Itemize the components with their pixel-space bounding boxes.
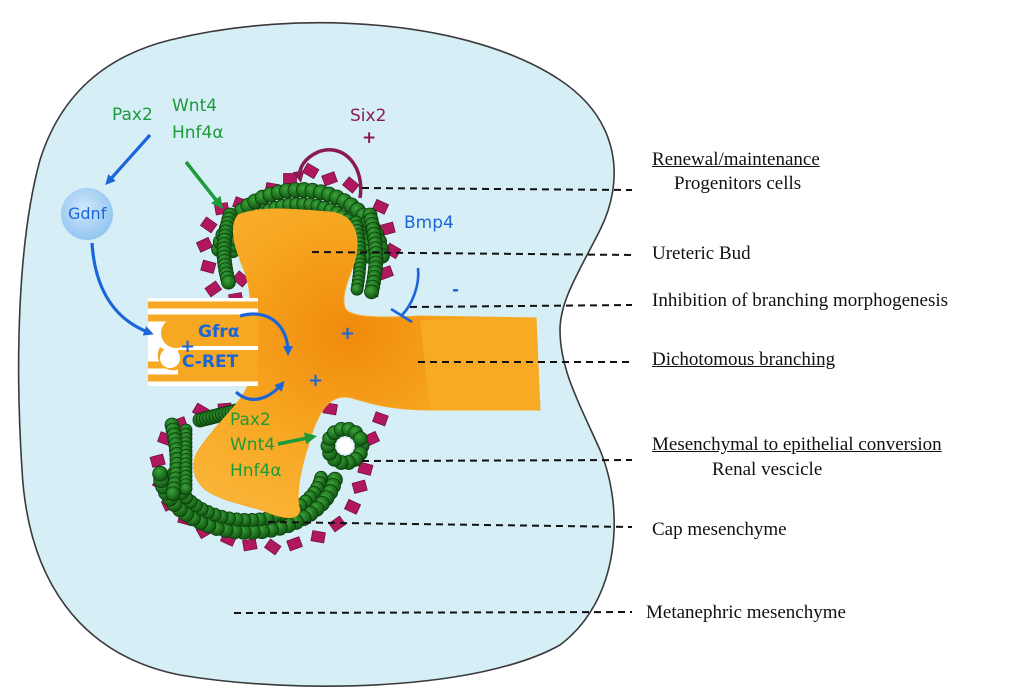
gdnf-circle xyxy=(61,188,113,240)
progenitor-cell xyxy=(301,162,320,180)
cret-to-bud-arrow xyxy=(234,380,285,401)
bmp4-minus-sign: - xyxy=(452,280,460,300)
progenitor-cell xyxy=(232,270,250,288)
metanephric-label: Metanephric mesenchyme xyxy=(646,602,846,623)
leader-lines xyxy=(233,187,633,614)
progenitor-cell xyxy=(199,216,218,234)
progenitor-cell xyxy=(343,498,362,515)
met-label: Mesenchymal to epithelial conversion xyxy=(652,434,942,455)
progenitor-cell xyxy=(371,198,390,215)
progenitor-cell xyxy=(328,515,347,533)
wnt4-top-label: Wnt4 xyxy=(172,96,218,116)
gfra-receptor xyxy=(178,320,258,346)
bmp4-label: Bmp4 xyxy=(404,213,454,233)
renal-vesicle xyxy=(320,422,370,470)
ureteric-trunk xyxy=(420,318,540,410)
bud-plus-sign-lower: + xyxy=(308,370,324,391)
progenitor-cell xyxy=(321,171,338,187)
leader-cap-mesenchyme xyxy=(267,521,633,528)
cret-receptor xyxy=(178,350,258,376)
gfra-ligand-head xyxy=(161,318,191,348)
bmp4-inhibition xyxy=(401,267,420,316)
cap-cell xyxy=(165,486,181,502)
progenitor-cell xyxy=(149,453,166,468)
progenitor-cell xyxy=(263,538,282,556)
leader-inhibition xyxy=(409,304,633,308)
leader-renal-vesicle xyxy=(361,459,633,462)
pax2-top-label: Pax2 xyxy=(112,105,153,125)
progenitor-cell xyxy=(357,461,374,476)
leader-ureteric-bud xyxy=(311,251,633,256)
cap-cell xyxy=(221,274,236,290)
gfra-label: Gfrα xyxy=(198,322,240,342)
gfra-to-bud-arrow xyxy=(239,312,293,356)
ureteric-bud-label: Ureteric Bud xyxy=(652,243,751,264)
progenitor-cell xyxy=(310,530,326,544)
progenitor-cell xyxy=(195,236,214,253)
cret-label: C-RET xyxy=(182,352,239,372)
wnt4-bottom-arrow xyxy=(277,432,317,446)
leader-metanephric xyxy=(233,611,633,614)
leader-renewal xyxy=(361,187,633,191)
progenitor-cell xyxy=(200,259,217,274)
receptor-complex xyxy=(148,298,258,386)
dichotomous-label: Dichotomous branching xyxy=(652,349,836,370)
gdnf-to-gfra-arrow xyxy=(90,242,154,336)
renal-vesicle-label: Renal vescicle xyxy=(712,459,823,480)
pax2-bottom-label: Pax2 xyxy=(230,410,271,430)
progenitor-cell xyxy=(242,538,258,552)
receptor-plus-sign: + xyxy=(180,336,196,357)
cap-cell xyxy=(152,465,169,482)
cret-socket xyxy=(160,348,180,368)
six2-loop-arrow xyxy=(292,148,363,199)
cap-cell xyxy=(364,284,379,300)
cap-mesenchyme-label: Cap mesenchyme xyxy=(652,519,787,540)
six2-plus-sign: + xyxy=(362,128,377,148)
bmp4-inhibition-bar xyxy=(390,307,413,324)
progenitor-cell xyxy=(372,411,389,427)
vesicle-lumen xyxy=(337,438,353,454)
six2-label: Six2 xyxy=(350,106,387,126)
pax2-to-gdnf-arrow xyxy=(105,133,152,185)
wnt4-bottom-label: Wnt4 xyxy=(230,435,276,455)
progenitor-cell xyxy=(351,479,368,494)
bud-plus-sign-upper: + xyxy=(340,323,356,344)
progenitor-cell xyxy=(342,176,360,194)
hnf4a-bottom-label: Hnf4α xyxy=(230,461,282,481)
gdnf-label: Gdnf xyxy=(68,204,107,223)
inhibition-label: Inhibition of branching morphogenesis xyxy=(652,290,949,311)
progenitors-label: Progenitors cells xyxy=(674,173,802,194)
vesicle-cell xyxy=(352,431,368,447)
cap-cell xyxy=(179,482,193,496)
cap-cell xyxy=(350,282,364,296)
progenitor-cell xyxy=(204,280,223,298)
wnt4-top-arrow xyxy=(184,160,224,209)
renewal-label: Renewal/maintenance xyxy=(652,149,820,170)
hnf4a-top-label: Hnf4α xyxy=(172,123,224,143)
progenitor-cell xyxy=(286,536,303,552)
